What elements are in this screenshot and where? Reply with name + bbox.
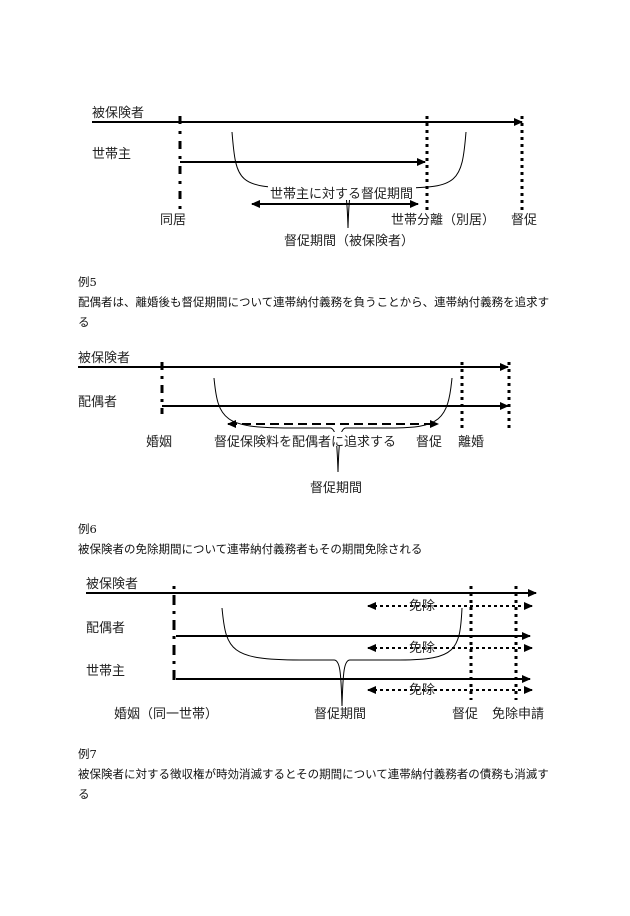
label-insured: 被保険者 <box>92 106 144 121</box>
example6-text: 被保険者の免除期間について連帯納付義務者もその期間免除される <box>78 542 423 556</box>
example7-paragraph: 例7 被保険者に対する徴収権が時効消滅するとその期間について連帯納付義務者の債務… <box>78 744 558 804</box>
label-period: 督促期間（被保険者） <box>284 234 414 249</box>
label-period: 督促期間 <box>314 707 366 722</box>
label-marriage: 婚姻 <box>146 435 172 450</box>
label-separate: 世帯分離（別居） <box>391 213 495 228</box>
label-apply: 免除申請 <box>492 707 544 722</box>
label-demand: 督促 <box>452 707 478 722</box>
label-head: 世帯主 <box>86 664 125 679</box>
example5-text: 配偶者は、離婚後も督促期間について連帯納付義務を負うことから、連帯納付義務を追求… <box>78 295 550 329</box>
period-brace <box>221 607 463 707</box>
label-period: 督促期間 <box>310 481 362 496</box>
diagram-cohabitation: 被保険者 世帯主 世帯主に対する督促期間 同居 世帯分離（別居） 督促 督促期間… <box>0 90 630 260</box>
label-pursue: 督促保険料を配偶者に追求する <box>214 434 396 450</box>
label-insured: 被保険者 <box>86 577 138 592</box>
example5-number: 例5 <box>78 275 97 289</box>
label-demand: 督促 <box>511 213 537 228</box>
label-exempt-spouse: 免除 <box>409 641 435 656</box>
diagram-exemption: 被保険者 配偶者 世帯主 免除 免除 免除 婚姻（同一世帯） 督促期間 督促 免… <box>0 570 630 730</box>
label-insured: 被保険者 <box>78 351 130 366</box>
label-head: 世帯主 <box>92 147 131 162</box>
label-marriage: 婚姻（同一世帯） <box>114 707 218 722</box>
period-brace <box>231 131 467 229</box>
label-demand: 督促 <box>416 435 442 450</box>
example5-paragraph: 例5 配偶者は、離婚後も督促期間について連帯納付義務を負うことから、連帯納付義務… <box>78 272 558 332</box>
label-spouse: 配偶者 <box>86 621 125 636</box>
example6-number: 例6 <box>78 522 97 536</box>
example6-paragraph: 例6 被保険者の免除期間について連帯納付義務者もその期間免除される <box>78 519 558 559</box>
label-cohabit: 同居 <box>160 213 186 228</box>
label-head-period: 世帯主に対する督促期間 <box>270 187 413 202</box>
example7-number: 例7 <box>78 747 97 761</box>
label-exempt-insured: 免除 <box>409 599 435 614</box>
label-exempt-head: 免除 <box>409 683 435 698</box>
example7-text: 被保険者に対する徴収権が時効消滅するとその期間について連帯納付義務者の債務も消滅… <box>78 767 549 801</box>
label-spouse: 配偶者 <box>78 395 117 410</box>
diagram-divorce: 被保険者 配偶者 婚姻 督促保険料を配偶者に追求する 督促 離婚 督促期間 <box>0 345 630 505</box>
label-divorce: 離婚 <box>458 435 484 450</box>
